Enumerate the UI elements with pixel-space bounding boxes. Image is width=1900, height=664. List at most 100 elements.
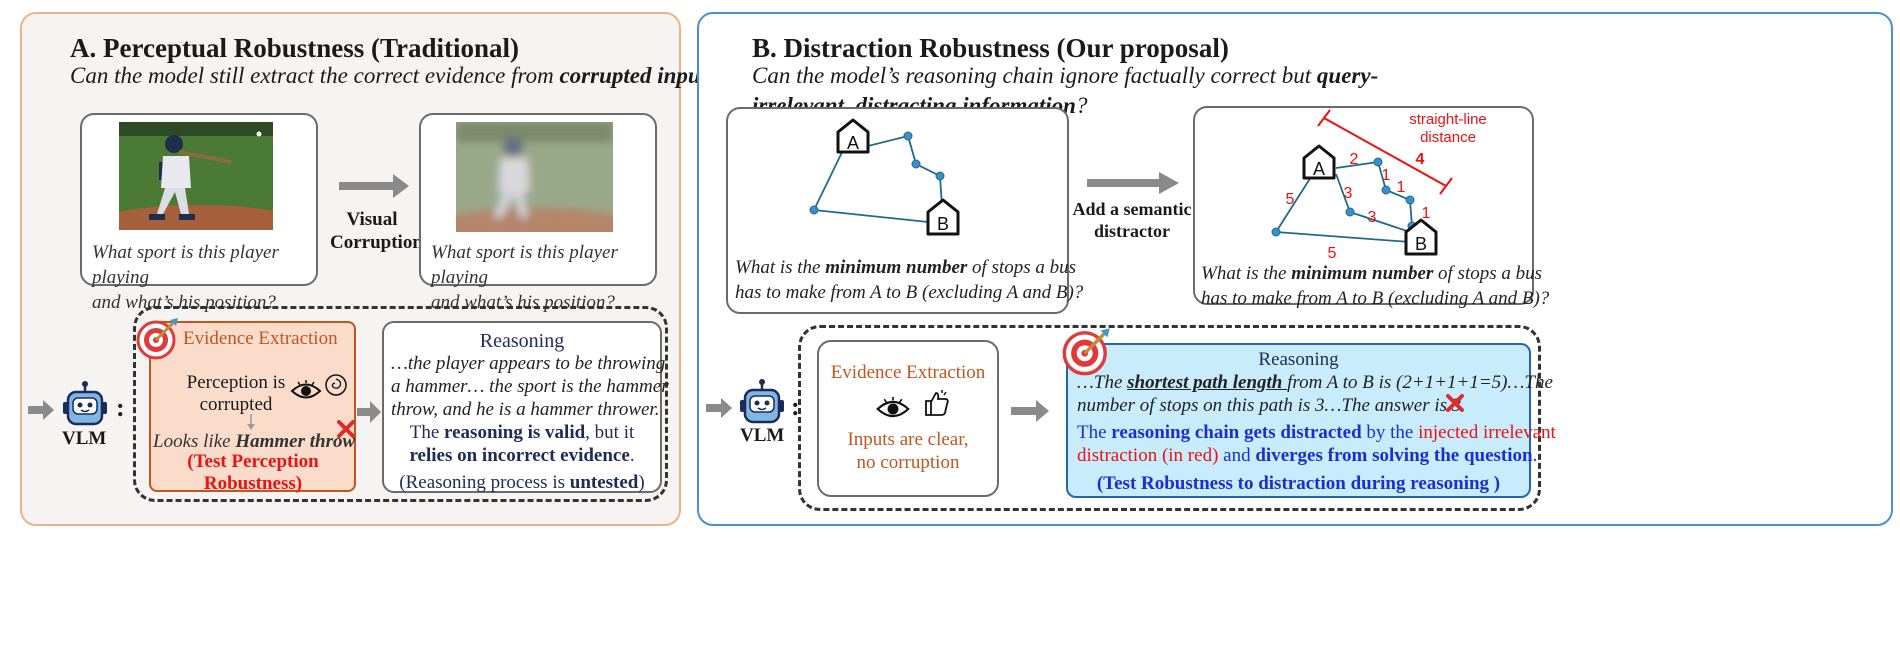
vlm-a-input-arrow	[28, 400, 54, 420]
evidence-card-a	[149, 321, 356, 492]
evidence-a-looks: Looks like Hammer throw	[153, 431, 355, 453]
target-icon-b	[1062, 328, 1110, 376]
house-a-icon: A	[836, 118, 870, 154]
reasoning-b-trace: …The shortest path length from A to B is…	[1077, 371, 1553, 417]
clear-image-question: What sport is this player playing and wh…	[84, 240, 322, 315]
graph-card-original	[726, 107, 1069, 314]
distractor-arrow	[1087, 172, 1179, 194]
q1-line1: What is the minimum number of stops a bu…	[735, 255, 1083, 280]
house-a2-icon: A	[1302, 144, 1336, 180]
q2-pre: What is the	[1201, 263, 1292, 284]
distractor-measure	[1317, 109, 1453, 195]
reasoning-card-b	[1066, 343, 1531, 498]
looks-bold: Hammer throw	[235, 431, 356, 452]
corrupted-image-question: What sport is this player playing and wh…	[423, 240, 661, 315]
weight-1c: 1	[1422, 205, 1431, 222]
reasoning-a-untested-line: (Reasoning process is untested)	[382, 471, 662, 494]
house-b2-icon: B	[1404, 218, 1438, 256]
graph-original-question: What is the minimum number of stops a bu…	[735, 255, 1083, 305]
target-icon	[136, 318, 178, 360]
reasoning-a-text1: …the player appears to be throwing	[391, 353, 666, 374]
weight-3b: 3	[1368, 209, 1377, 226]
reasoning-card-a	[382, 321, 662, 493]
corruption-arrow	[339, 174, 409, 198]
node-b2-label: B	[1415, 234, 1427, 254]
reasoning-b-test: (Test Robustness to distraction during r…	[1096, 473, 1501, 494]
vlm-b-label: VLM	[740, 425, 785, 446]
cross-icon-a	[337, 420, 355, 438]
q1-pre: What is the	[735, 257, 826, 278]
reasoning-b-title: Reasoning	[1258, 349, 1339, 370]
panel-a-subtitle-bold: corrupted inputs	[559, 63, 717, 88]
robot-icon-b	[740, 379, 784, 424]
rb-l3-red: injected irrelevant	[1418, 422, 1556, 443]
reasoning-a-text: …the player appears to be throwing a ham…	[391, 352, 669, 421]
graph-distracted-question: What is the minimum number of stops a bu…	[1201, 261, 1549, 311]
reasoning-a-verdict: The reasoning is valid, but it relies on…	[382, 421, 662, 494]
corruption-label-line1: Visual	[346, 209, 398, 230]
weight-4: 4	[1416, 151, 1425, 168]
evidence-b-line1: Inputs are clear,	[847, 429, 969, 450]
evidence-a-test: (Test Perception Robustness)	[160, 451, 346, 495]
evidence-b-line2: no corruption	[856, 452, 960, 473]
vlm-a-label: VLM	[62, 428, 107, 449]
weight-5b: 5	[1328, 245, 1337, 258]
thumbs-up-icon	[925, 390, 949, 416]
weight-1a: 1	[1382, 167, 1391, 184]
reasoning-b-line4: distraction (in red) and diverges from s…	[1077, 444, 1537, 467]
evidence-a-line1: Perception is	[186, 372, 286, 393]
q2-line2: has to make from A to B (excluding A and…	[1201, 288, 1550, 309]
q1-post: of stops a bus	[967, 257, 1077, 278]
valid-mid: , but it	[585, 422, 635, 443]
robot-icon	[63, 381, 107, 426]
vlm-b-input-arrow	[706, 398, 732, 418]
dizzy-icon	[325, 374, 347, 396]
reasoning-b-line1: …The shortest path length from A to B is…	[1077, 371, 1553, 394]
rb-l3-pre: The	[1077, 422, 1112, 443]
evidence-a-perception: Perception is corrupted	[176, 372, 296, 416]
panel-a-subtitle: Can the model still extract the correct …	[70, 61, 728, 91]
corruption-label: Visual Corruption	[330, 208, 423, 254]
corruption-label-line2: Corruption	[330, 232, 423, 253]
relies-bold: relies on incorrect evidence	[409, 445, 630, 466]
graph-original: A B	[809, 118, 960, 236]
relies-post: .	[629, 445, 635, 466]
weight-2: 2	[1350, 151, 1359, 168]
graph-distracted: 2 1 1 1 3 3 5 5 4 A B	[1271, 109, 1453, 258]
evidence-a-line2: corrupted	[199, 394, 273, 415]
evidence-a-title: Evidence Extraction	[183, 328, 338, 349]
weight-3a: 3	[1344, 185, 1353, 202]
evidence-to-reasoning-arrow-b	[1011, 400, 1049, 422]
node-a2-label: A	[1313, 159, 1325, 179]
panel-b-title: B. Distraction Robustness (Our proposal)	[752, 33, 1229, 63]
untested-pre: (Reasoning process is	[399, 472, 570, 493]
q2-bold: minimum number	[1291, 263, 1434, 284]
panel-a-pipeline	[133, 306, 668, 502]
node-b-label: B	[937, 214, 949, 234]
untested-bold: untested	[569, 472, 639, 493]
vlm-b-colon: :	[791, 392, 800, 421]
corrupted-photo	[456, 122, 613, 232]
evidence-b-title: Evidence Extraction	[830, 362, 986, 383]
reasoning-b-line2: number of stops on this path is 3…The an…	[1077, 394, 1553, 417]
valid-bold: reasoning is valid	[444, 422, 586, 443]
distractor-arrow-label1: Add a semantic	[1072, 199, 1192, 219]
distractor-arrow-label2: distractor	[1094, 221, 1170, 241]
house-b-icon: B	[926, 198, 960, 236]
q2-line1: What is the minimum number of stops a bu…	[1201, 261, 1549, 286]
looks-pre: Looks like	[153, 431, 236, 452]
evidence-to-reasoning-arrow-a	[357, 401, 381, 423]
rb-l3-mid: by the	[1361, 422, 1419, 443]
panel-b-sub1-bold: query-	[1316, 63, 1379, 88]
reasoning-a-title: Reasoning	[479, 330, 565, 352]
reasoning-b-verdict: The reasoning chain gets distracted by t…	[1077, 421, 1556, 467]
evidence-b-status: Inputs are clear, no corruption	[817, 428, 999, 474]
panel-a-title: A. Perceptual Robustness (Traditional)	[70, 33, 520, 63]
rb-l3-bold: reasoning chain gets distracted	[1111, 422, 1362, 443]
rb-l4-red: distraction (in red)	[1077, 445, 1219, 466]
distractor-arrow-label: Add a semantic distractor	[1070, 198, 1194, 242]
evidence-a-test1: (Test Perception	[187, 451, 319, 472]
rb-l4-post: .	[1532, 445, 1538, 466]
reasoning-a-valid-line: The reasoning is valid, but it	[382, 421, 662, 444]
baseball-photo	[119, 122, 273, 230]
